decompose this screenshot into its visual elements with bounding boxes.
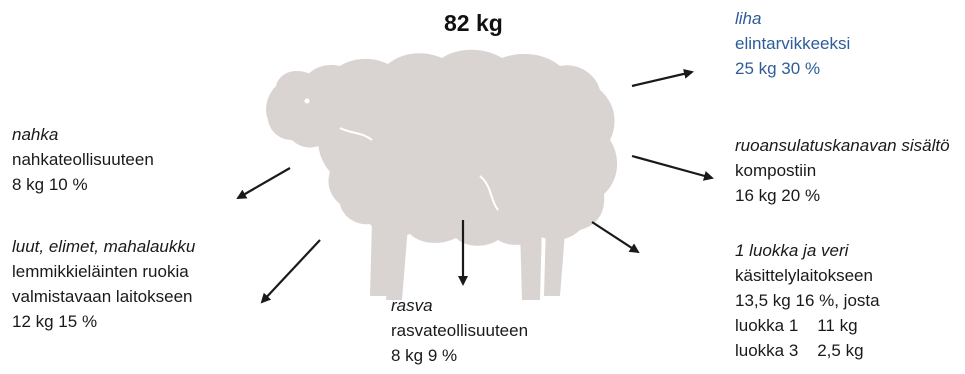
rumen-amount: 16 kg 20 %: [735, 183, 950, 208]
fat-destination: rasvateollisuuteen: [391, 318, 528, 343]
total-weight: 82 kg: [444, 10, 503, 37]
meat-amount: 25 kg 30 %: [735, 56, 850, 81]
bones-destination-line2: valmistavaan laitokseen: [12, 284, 195, 309]
bones-destination-line1: lemmikkieläinten ruokia: [12, 259, 195, 284]
meat-label: liha elintarvikkeeksi 25 kg 30 %: [735, 6, 850, 81]
sheep-back-leg-1: [520, 226, 542, 300]
rumen-label: ruoansulatuskanavan sisältö kompostiin 1…: [735, 133, 950, 208]
rumen-destination: kompostiin: [735, 158, 950, 183]
cat1-amount: 13,5 kg 16 %, josta: [735, 288, 880, 313]
cat1-title: 1 luokka ja veri: [735, 238, 880, 263]
meat-title: liha: [735, 6, 850, 31]
cat1-destination: käsittelylaitokseen: [735, 263, 880, 288]
bones-title: luut, elimet, mahalaukku: [12, 234, 195, 259]
sheep-body: [300, 50, 617, 246]
skin-amount: 8 kg 10 %: [12, 172, 154, 197]
cat1-breakdown-3: luokka 3 2,5 kg: [735, 338, 880, 363]
meat-destination: elintarvikkeeksi: [735, 31, 850, 56]
skin-label: nahka nahkateollisuuteen 8 kg 10 %: [12, 122, 154, 197]
arrow-to-meat: [632, 72, 692, 86]
arrow-to-cat1: [592, 222, 638, 252]
fat-title: rasva: [391, 293, 528, 318]
cat1-label: 1 luokka ja veri käsittelylaitokseen 13,…: [735, 238, 880, 363]
bones-amount: 12 kg 15 %: [12, 309, 195, 334]
fat-amount: 8 kg 9 %: [391, 343, 528, 368]
arrow-to-bones: [262, 240, 320, 302]
bones-label: luut, elimet, mahalaukku lemmikkieläinte…: [12, 234, 195, 334]
arrow-to-skin: [238, 168, 290, 198]
skin-destination: nahkateollisuuteen: [12, 147, 154, 172]
skin-title: nahka: [12, 122, 154, 147]
sheep-illustration: [266, 50, 617, 300]
sheep-back-leg-2: [544, 220, 566, 296]
cat1-breakdown-1: luokka 1 11 kg: [735, 313, 880, 338]
arrow-to-rumen: [632, 156, 712, 178]
rumen-title: ruoansulatuskanavan sisältö: [735, 133, 950, 158]
fat-label: rasva rasvateollisuuteen 8 kg 9 %: [391, 293, 528, 368]
